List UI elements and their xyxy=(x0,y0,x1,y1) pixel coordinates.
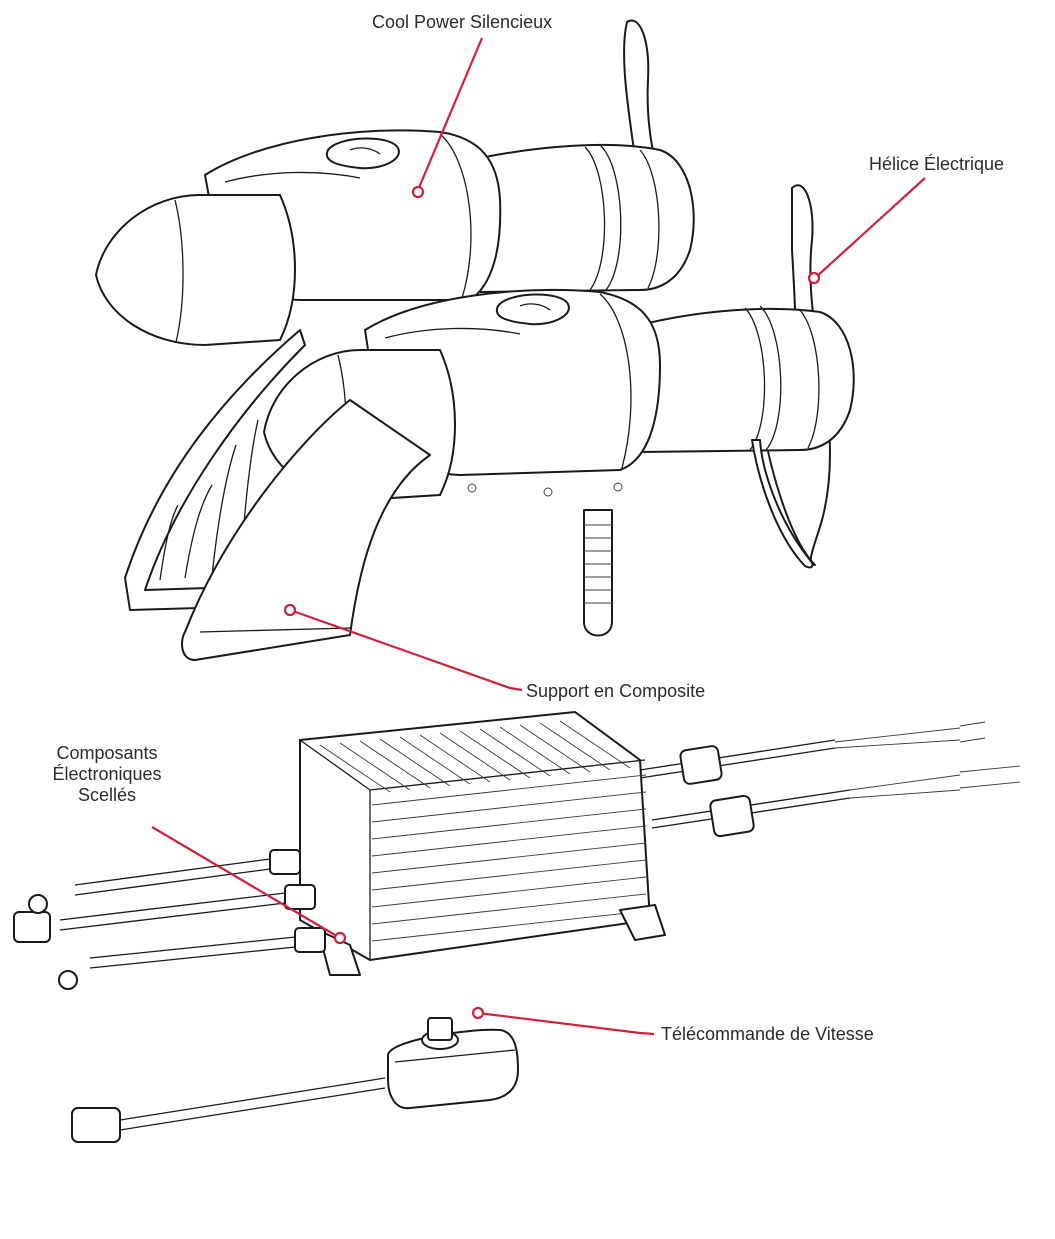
callout-dot-cool-power xyxy=(411,185,425,199)
composite-support-front xyxy=(181,399,431,661)
rear-nose-cone xyxy=(95,194,296,346)
leader-telecommande xyxy=(477,1011,655,1036)
remote-connector xyxy=(71,1107,121,1143)
label-cool-power: Cool Power Silencieux xyxy=(372,12,552,32)
leader-support xyxy=(289,608,523,692)
leader-cool-power xyxy=(416,37,484,191)
label-telecommande: Télécommande de Vitesse xyxy=(661,1024,874,1044)
rear-motor-logo-cap xyxy=(325,137,400,170)
label-helice: Hélice Électrique xyxy=(869,154,1004,174)
front-motor-logo-cap xyxy=(495,293,570,326)
callout-dot-support xyxy=(283,603,297,617)
ferrite-core-lower xyxy=(709,794,755,838)
leader-helice xyxy=(814,177,926,279)
leader-composants xyxy=(151,826,341,939)
front-propeller-lower-blade xyxy=(751,439,814,569)
label-support: Support en Composite xyxy=(526,681,705,701)
electronics-assembly xyxy=(13,711,1021,1143)
output-cable-upper xyxy=(639,739,836,771)
front-thruster-tube xyxy=(639,307,855,453)
ring-terminal-1 xyxy=(28,894,48,914)
ring-terminal-2 xyxy=(58,970,78,990)
input-cable-1 xyxy=(74,854,301,886)
connector-left xyxy=(13,911,51,943)
twin-thruster-assembly xyxy=(95,19,855,661)
ferrite-core-upper xyxy=(679,745,723,785)
input-cable-3 xyxy=(89,934,316,959)
callout-dot-telecommande xyxy=(471,1006,485,1020)
sealed-electronics-box xyxy=(299,711,651,961)
callout-dot-helice xyxy=(807,271,821,285)
label-composants-line1: Composants xyxy=(56,743,157,763)
cable-gland xyxy=(583,509,613,637)
callout-labels: Cool Power Silencieux Hélice Électrique … xyxy=(52,12,1004,1044)
callout-dot-composants xyxy=(333,931,347,945)
label-composants-line3: Scellés xyxy=(78,785,136,805)
remote-cable xyxy=(119,1077,386,1121)
composite-support-rear xyxy=(124,329,306,611)
mounting-flange-right xyxy=(619,904,666,941)
callout-leaders xyxy=(151,37,926,1036)
label-composants-line2: Électroniques xyxy=(52,764,161,784)
rear-thruster-tube xyxy=(479,143,695,293)
